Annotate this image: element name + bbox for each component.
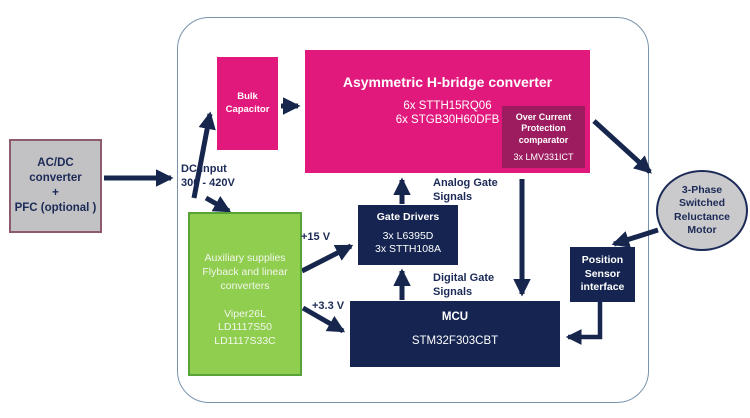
dc-input-label: DC Input 300 - 420V [181,163,235,191]
ocp-title: Over Current Protection comparator [515,112,572,145]
acdc-line: AC/DC [37,157,74,170]
analog-gate-line: Analog Gate [433,177,498,189]
plus33v-label: +3.3 V [312,300,345,312]
digital-gate-signals-label: Digital Gate Signals [433,272,494,300]
mcu-block: MCU STM32F303CBT [350,301,560,367]
gate-drivers-parts: 3x L6395D 3x STTH108A [375,230,441,256]
dc-input-line: DC Input [181,163,227,175]
analog-gate-line: Signals [433,190,473,203]
aux-part: LD1117S33C [214,335,276,348]
motor-line: Reluctance [673,210,731,223]
hbridge-title: Asymmetric H-bridge converter [342,74,553,90]
digital-gate-line: Digital Gate [433,272,495,284]
aux-part: Viper26L [224,307,266,320]
psi-line: Position [581,254,624,267]
bulk-capacitor-block: Bulk Capacitor [217,57,278,150]
gate-drivers-part: 3x STTH108A [375,243,441,256]
hbridge-part: 6x STGB30H60DFB [395,114,500,127]
hbridge-parts: 6x STTH15RQ06 6x STGB30H60DFB [396,99,500,128]
psi-line: interface [580,281,625,294]
motor-ellipse: 3-Phase Switched Reluctance Motor [656,170,748,251]
over-current-protection-block: Over Current Protection comparator 3x LM… [502,106,585,168]
psi-line: Sensor [584,267,621,280]
motor-line: Switched [678,197,726,210]
aux-line: Flyback and linear [202,265,288,278]
aux-part: LD1117S50 [218,321,272,334]
bulk-capacitor-line: Bulk [237,90,258,102]
gate-drivers-part: 3x L6395D [382,230,434,242]
aux-line: Auxiliary supplies [204,252,286,264]
analog-gate-signals-label: Analog Gate Signals [433,177,498,205]
acdc-converter-block: AC/DC converter + PFC (optional ) [9,139,102,233]
bulk-capacitor-line: Capacitor [225,103,270,115]
mcu-title: MCU [441,311,469,323]
dc-input-line: 300 - 420V [181,176,235,189]
board-outline [177,17,649,403]
acdc-line: + [52,187,59,199]
digital-gate-line: Signals [433,285,473,298]
gate-drivers-title: Gate Drivers [376,211,440,223]
hbridge-part: 6x STTH15RQ06 [403,100,492,112]
acdc-line: converter [29,172,82,185]
gate-drivers-block: Gate Drivers 3x L6395D 3x STTH108A [358,205,458,265]
motor-line: 3-Phase [681,184,723,197]
auxiliary-supplies-block: Auxiliary supplies Flyback and linear co… [188,212,302,376]
ocp-part: 3x LMV331ICT [513,151,574,162]
aux-line: converters [220,279,270,292]
mcu-part: STM32F303CBT [411,335,499,347]
plus15v-label: +15 V [301,231,331,243]
position-sensor-interface-block: Position Sensor interface [570,247,635,302]
acdc-line: PFC (optional ) [14,201,97,214]
motor-line: Motor [687,223,717,236]
